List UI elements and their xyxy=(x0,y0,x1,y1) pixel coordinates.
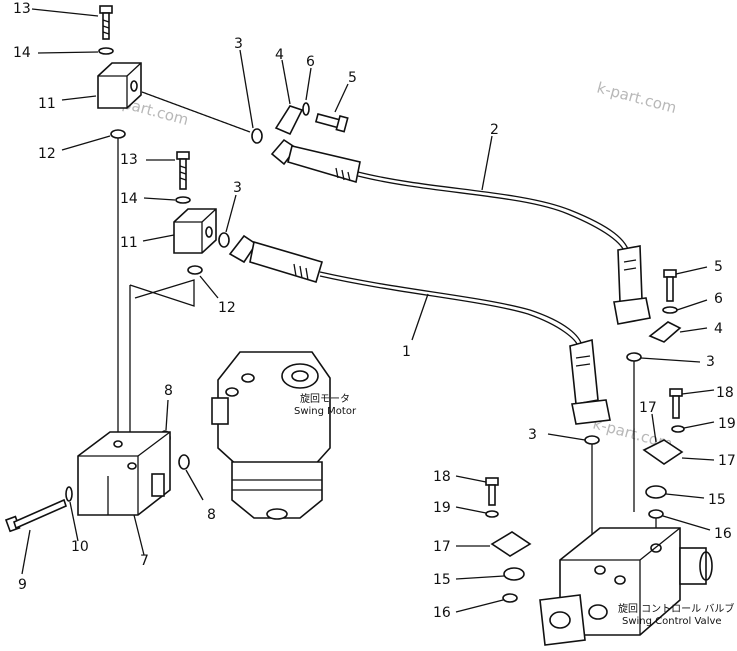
part-label: 1 xyxy=(402,344,411,360)
part-label: 3 xyxy=(528,427,537,443)
plug-15-lower xyxy=(503,567,525,581)
oring-16-right xyxy=(648,509,664,519)
oring-16-lower xyxy=(502,593,518,603)
part-label: 15 xyxy=(433,572,451,588)
swing-motor xyxy=(211,351,331,520)
block-11-upper xyxy=(97,62,142,109)
bolt-18-lower xyxy=(485,477,499,506)
part-label: 9 xyxy=(18,577,27,593)
part-label: 15 xyxy=(708,492,726,508)
block-7 xyxy=(77,431,171,516)
washer-10 xyxy=(65,486,73,502)
part-label: 3 xyxy=(706,354,715,370)
part-label: 2 xyxy=(490,122,499,138)
part-label: 8 xyxy=(207,507,216,523)
oring-3-mid xyxy=(584,435,600,445)
part-label: 11 xyxy=(120,235,138,251)
bolt-18-right xyxy=(669,388,683,419)
swing-motor-caption-jp: 旋回モータ xyxy=(300,392,350,405)
oring-12-upper xyxy=(110,129,126,139)
watermark: k-part.com xyxy=(595,78,679,117)
part-label: 6 xyxy=(306,54,315,70)
washer-14-upper xyxy=(98,47,114,55)
part-label: 10 xyxy=(71,539,89,555)
clip-17-lower xyxy=(490,531,532,557)
part-label: 4 xyxy=(714,321,723,337)
clip-17-right xyxy=(642,439,684,465)
hose-2 xyxy=(270,138,651,325)
part-label: 12 xyxy=(218,300,236,316)
part-label: 3 xyxy=(234,36,243,52)
plug-15-right xyxy=(645,485,667,499)
part-label: 13 xyxy=(13,1,31,17)
part-label: 4 xyxy=(275,47,284,63)
washer-19-lower xyxy=(485,510,499,518)
part-label: 19 xyxy=(718,416,736,432)
part-label: 3 xyxy=(233,180,242,196)
part-label: 18 xyxy=(716,385,734,401)
bolt-13-upper xyxy=(99,5,113,40)
part-label: 18 xyxy=(433,469,451,485)
part-label: 14 xyxy=(120,191,138,207)
part-label: 13 xyxy=(120,152,138,168)
part-label: 17 xyxy=(433,539,451,555)
part-label: 16 xyxy=(433,605,451,621)
part-label: 6 xyxy=(714,291,723,307)
part-label: 7 xyxy=(140,553,149,569)
part-label: 12 xyxy=(38,146,56,162)
part-label: 8 xyxy=(164,383,173,399)
clamp-4-upper xyxy=(274,105,304,136)
part-label: 19 xyxy=(433,500,451,516)
swing-valve-caption-jp: 旋回 コントロール バルブ xyxy=(618,602,734,615)
part-label: 14 xyxy=(13,45,31,61)
block-11-lower xyxy=(173,208,217,254)
bolt-9 xyxy=(4,498,67,533)
swing-valve-caption-en: Swing Control Valve xyxy=(622,616,722,627)
part-label: 17 xyxy=(639,400,657,416)
clamp-4-lower xyxy=(648,321,682,343)
hose-1 xyxy=(228,234,611,425)
swing-motor-caption-en: Swing Motor xyxy=(294,406,357,417)
oring-3 xyxy=(218,232,230,248)
bolt-5-upper xyxy=(314,113,349,133)
oring-3 xyxy=(251,128,263,144)
bolt-13-lower xyxy=(176,151,190,190)
swing-control-valve xyxy=(539,527,713,646)
oring-3-lower xyxy=(626,352,642,362)
washer-19-right xyxy=(671,425,685,433)
part-label: 5 xyxy=(348,70,357,86)
part-label: 16 xyxy=(714,526,732,542)
part-label: 5 xyxy=(714,259,723,275)
oring-12-lower xyxy=(187,265,203,275)
washer-14-lower xyxy=(175,196,191,204)
oring-8 xyxy=(178,454,190,470)
part-label: 11 xyxy=(38,96,56,112)
bolt-5-lower xyxy=(663,269,677,302)
washer-6-upper xyxy=(302,102,310,116)
washer-6-lower xyxy=(662,306,678,314)
part-label: 17 xyxy=(718,453,736,469)
